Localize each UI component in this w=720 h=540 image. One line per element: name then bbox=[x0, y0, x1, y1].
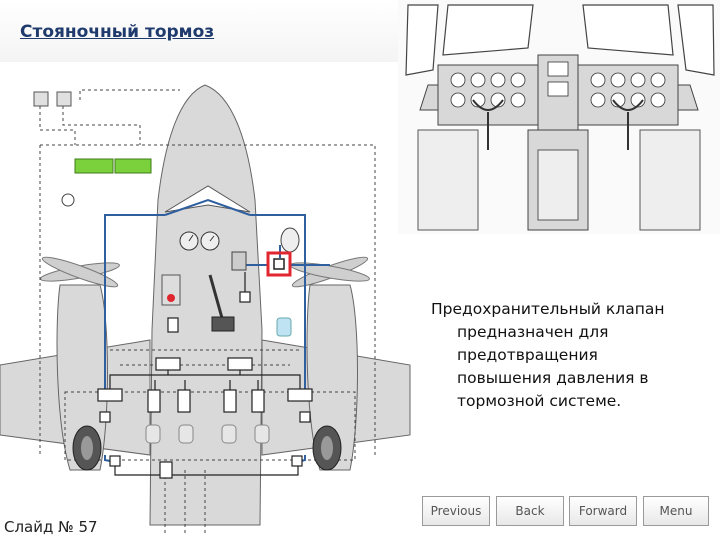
description-line: Предохранительный клапан bbox=[431, 300, 665, 318]
windscreen bbox=[164, 185, 251, 213]
hydraulic-diagram bbox=[0, 84, 411, 535]
description-line: тормозной системе. bbox=[457, 392, 622, 410]
page-title: Стояночный тормоз bbox=[20, 22, 215, 42]
control-panel bbox=[161, 274, 181, 306]
description-line: предназначен для bbox=[457, 323, 609, 341]
cockpit-illustration bbox=[398, 0, 720, 234]
red-indicator-icon bbox=[167, 294, 175, 302]
description-line: предотвращения bbox=[457, 346, 598, 364]
brake-pedals bbox=[145, 424, 270, 444]
description-line: повышения давления в bbox=[457, 369, 649, 387]
menu-button[interactable]: Menu bbox=[643, 496, 709, 526]
parking-brake-handle-icon bbox=[208, 274, 235, 332]
top-switches bbox=[33, 91, 72, 107]
accumulator-icon bbox=[231, 227, 300, 337]
valve-blocks bbox=[97, 291, 313, 479]
safety-valve-icon bbox=[273, 258, 285, 270]
previous-button[interactable]: Previous bbox=[422, 496, 490, 526]
forward-button[interactable]: Forward bbox=[569, 496, 637, 526]
safety-valve-highlight bbox=[266, 251, 292, 277]
slide-number: Слайд № 57 bbox=[4, 518, 98, 536]
ground-connector-icon bbox=[61, 193, 75, 207]
control-yokes bbox=[472, 99, 644, 150]
description-text: Предохранительный клапан предназначен дл… bbox=[431, 298, 681, 413]
pressure-gauge-icon bbox=[179, 231, 220, 251]
back-button[interactable]: Back bbox=[496, 496, 564, 526]
brake-wheel-icon bbox=[72, 425, 342, 471]
indicator-lights bbox=[74, 158, 152, 174]
aircraft-silhouette bbox=[0, 84, 411, 526]
